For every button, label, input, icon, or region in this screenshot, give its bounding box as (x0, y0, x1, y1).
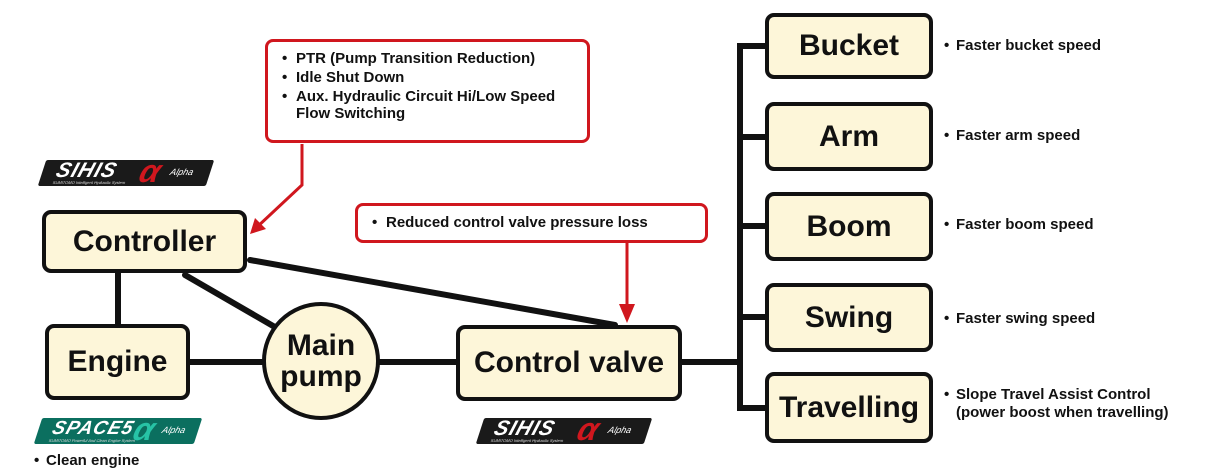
arm-node: Arm (765, 102, 933, 171)
swing-node: Swing (765, 283, 933, 352)
travelling-note-line1: Slope Travel Assist Control (956, 386, 1151, 403)
space5-logo-text: SPACE5 (49, 418, 137, 439)
engine-note-text: Clean engine (46, 452, 140, 469)
line-controller-pump (182, 272, 283, 333)
arrow-callout-controller (254, 144, 304, 230)
control-valve-callout: Reduced control valve pressure loss (355, 203, 708, 243)
alpha-label: Alpha (606, 425, 633, 435)
bucket-node: Bucket (765, 13, 933, 79)
space5-logo-subtitle: SUMITOMO Powerful And Clean Engine Syste… (48, 438, 136, 443)
boom-note: •Faster boom speed (944, 216, 1094, 233)
main-pump-label-line2: pump (280, 360, 362, 393)
sihis-logo-subtitle: SUMITOMO Intelligent Hydraulic System (490, 438, 565, 443)
main-pump-node: Main pump (262, 302, 380, 420)
sihis-logo-subtitle: SUMITOMO Intelligent Hydraulic System (52, 180, 127, 185)
callout-item-pressure-loss: Reduced control valve pressure loss (372, 214, 695, 231)
bucket-note: •Faster bucket speed (944, 37, 1102, 54)
callout-item-ptr: PTR (Pump Transition Reduction) (282, 50, 577, 67)
control-valve-node: Control valve (456, 325, 682, 401)
boom-note-text: Faster boom speed (956, 216, 1094, 233)
engine-note: •Clean engine (34, 452, 140, 469)
travelling-note-line2: (power boost when travelling) (956, 404, 1169, 421)
alpha-label: Alpha (160, 425, 187, 435)
arm-note: •Faster arm speed (944, 127, 1081, 144)
sihis-alpha-logo-valve: SIHIS SUMITOMO Intelligent Hydraulic Sys… (475, 418, 653, 444)
callout-item-aux-hydraulic: Aux. Hydraulic Circuit Hi/Low Speed Flow… (282, 88, 576, 122)
engine-node: Engine (45, 324, 190, 400)
bucket-note-text: Faster bucket speed (956, 37, 1102, 54)
controller-features-callout: PTR (Pump Transition Reduction) Idle Shu… (265, 39, 590, 143)
alpha-symbol-icon: α (572, 418, 605, 444)
arrowhead-valve (619, 304, 635, 323)
alpha-label: Alpha (168, 167, 195, 177)
sihis-alpha-logo: SIHIS SUMITOMO Intelligent Hydraulic Sys… (37, 160, 215, 186)
arm-note-text: Faster arm speed (956, 127, 1081, 144)
space5-alpha-logo: SPACE5 SUMITOMO Powerful And Clean Engin… (33, 418, 203, 444)
swing-note-text: Faster swing speed (956, 310, 1096, 327)
travelling-note: •Slope Travel Assist Control (power boos… (944, 386, 1169, 421)
controller-node: Controller (42, 210, 247, 273)
arrowhead-controller (250, 218, 266, 234)
line-controller-valve (247, 257, 618, 328)
boom-node: Boom (765, 192, 933, 261)
main-pump-label-line1: Main (286, 329, 356, 362)
alpha-symbol-icon: α (134, 160, 167, 186)
travelling-node: Travelling (765, 372, 933, 443)
callout-item-idle-shut-down: Idle Shut Down (282, 69, 577, 86)
swing-note: •Faster swing speed (944, 310, 1096, 327)
